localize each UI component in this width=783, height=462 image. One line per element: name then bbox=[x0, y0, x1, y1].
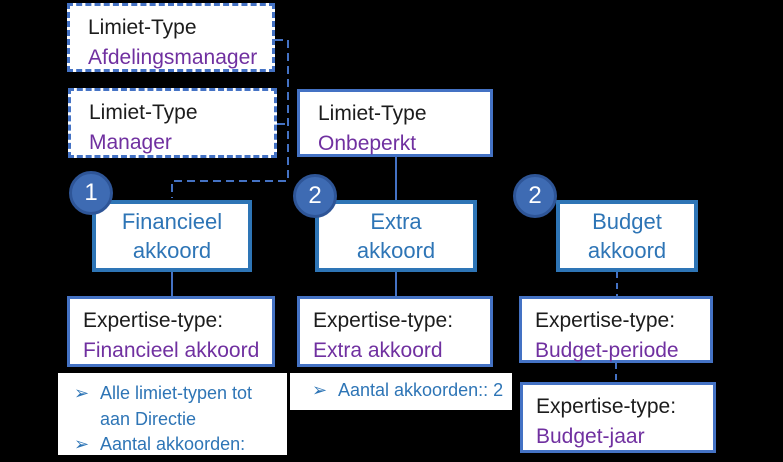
arrow-bullet-icon: ➢ bbox=[74, 434, 90, 455]
node-value: Financieel akkoord bbox=[83, 338, 260, 362]
node-expertise-extra-akkoord: Expertise-type: Extra akkoord bbox=[297, 296, 493, 367]
node-title: Limiet-Type bbox=[89, 101, 198, 124]
node-budget-akkoord: Budget akkoord bbox=[556, 200, 698, 272]
node-limiet-type-manager: Limiet-Type Manager bbox=[68, 88, 277, 158]
node-value: Budget-periode bbox=[535, 338, 679, 362]
node-value: Onbeperkt bbox=[318, 131, 417, 155]
step-badge-2-budget: 2 bbox=[513, 174, 557, 218]
note-item: ➢ Alle limiet-typen tot aan Directie bbox=[74, 381, 287, 432]
note-item: ➢ Aantal akkoorden:: 2 bbox=[312, 378, 512, 404]
node-line1: Financieel bbox=[121, 208, 223, 234]
node-title: Expertise-type: bbox=[83, 309, 224, 332]
node-extra-akkoord: Extra akkoord bbox=[315, 200, 477, 272]
node-line1: Budget bbox=[592, 208, 662, 234]
node-financieel-akkoord: Financieel akkoord bbox=[92, 200, 252, 272]
badge-number: 2 bbox=[308, 182, 322, 209]
node-expertise-financieel-akkoord: Expertise-type: Financieel akkoord bbox=[67, 296, 275, 367]
node-line2: akkoord bbox=[587, 238, 667, 263]
arrow-bullet-icon: ➢ bbox=[74, 383, 90, 403]
step-badge-2-extra: 2 bbox=[293, 174, 337, 218]
badge-number: 2 bbox=[528, 182, 542, 209]
node-title: Expertise-type: bbox=[536, 395, 677, 418]
node-expertise-budget-periode: Expertise-type: Budget-periode bbox=[519, 296, 713, 363]
step-badge-1: 1 bbox=[69, 171, 113, 215]
node-value: Afdelingsmanager bbox=[88, 45, 258, 69]
note-text: Alle limiet-typen tot aan Directie bbox=[100, 383, 253, 429]
node-value: Manager bbox=[89, 130, 172, 154]
node-line1: Extra bbox=[370, 208, 422, 234]
note-text: Aantal akkoorden:: 2 bbox=[338, 380, 504, 400]
badge-number: 1 bbox=[84, 179, 98, 206]
node-value: Extra akkoord bbox=[313, 338, 443, 362]
node-title: Limiet-Type bbox=[318, 102, 427, 125]
node-line2: akkoord bbox=[132, 238, 212, 263]
arrow-bullet-icon: ➢ bbox=[312, 380, 328, 400]
node-limiet-type-onbeperkt: Limiet-Type Onbeperkt bbox=[297, 89, 493, 157]
node-value: Budget-jaar bbox=[536, 424, 645, 448]
node-title: Expertise-type: bbox=[535, 309, 676, 332]
note-financieel-akkoord: ➢ Alle limiet-typen tot aan Directie ➢ A… bbox=[58, 373, 287, 462]
note-text: Aantal akkoorden: 1 bbox=[100, 434, 246, 462]
node-expertise-budget-jaar: Expertise-type: Budget-jaar bbox=[520, 382, 716, 453]
node-line2: akkoord bbox=[356, 238, 436, 263]
node-title: Limiet-Type bbox=[88, 16, 197, 39]
note-item: ➢ Aantal akkoorden: 1 bbox=[74, 432, 287, 462]
note-extra-akkoord: ➢ Aantal akkoorden:: 2 bbox=[290, 373, 512, 410]
connector-dashed-limiettypes-to-financieel bbox=[171, 39, 289, 198]
node-limiet-type-afdelingsmanager: Limiet-Type Afdelingsmanager bbox=[67, 3, 275, 72]
node-title: Expertise-type: bbox=[313, 309, 454, 332]
